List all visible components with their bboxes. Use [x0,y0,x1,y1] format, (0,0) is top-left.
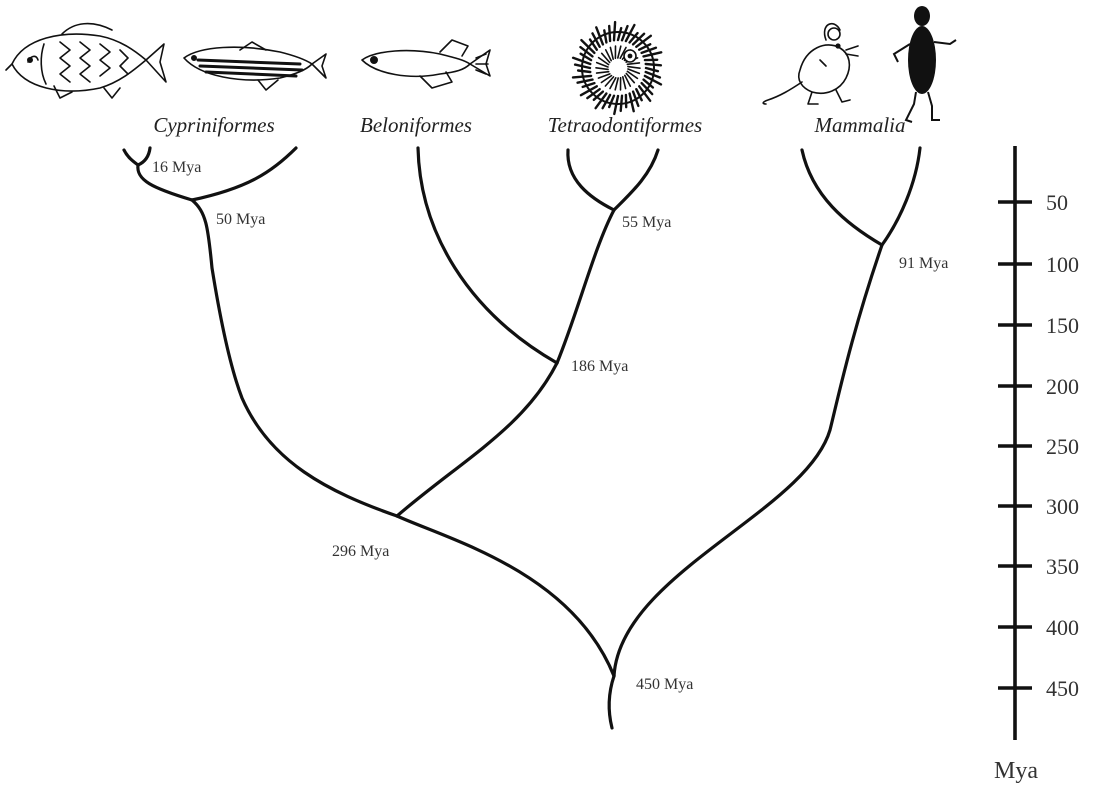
taxon-label-tetraodontiformes: Tetraodontiformes [548,113,702,137]
node-label-450: 450 Mya [636,676,693,693]
node-label-186: 186 Mya [571,358,628,375]
branch-cypriniformes-outer [192,148,296,200]
branch-91-to-450 [614,245,882,676]
taxon-label-cypriniformes: Cypriniformes [153,113,274,137]
taxon-label-mammalia: Mammalia [814,113,906,137]
taxon-label-beloniformes: Beloniformes [360,113,472,137]
branch-zebrafish-tip [138,148,150,165]
branch-mammal-right [882,148,920,245]
scale-tick-label-250: 250 [1046,434,1079,459]
branch-tetra-right [614,150,658,210]
scale-tick-label-450: 450 [1046,676,1079,701]
branch-tetra-left [568,150,614,210]
branch-beloniformes [418,148,557,363]
human-icon [894,6,956,122]
branch-296-to-450 [397,516,614,676]
pufferfish-spine [578,71,590,73]
time-scale-unit-label: Mya [994,758,1038,784]
scale-tick-label-50: 50 [1046,190,1068,215]
scale-tick-label-100: 100 [1046,252,1079,277]
medaka-icon [362,40,490,88]
node-label-50: 50 Mya [216,211,265,228]
zebrafish-icon [184,42,326,90]
tree-branches [124,148,920,728]
pufferfish-spine [621,96,622,111]
branch-55-to-186 [557,210,614,363]
node-label-91: 91 Mya [899,255,948,272]
branch-carp-tip [124,150,138,165]
node-label-55: 55 Mya [622,214,671,231]
pufferfish-icon [573,22,661,114]
carp-icon [6,24,166,98]
scale-tick-label-350: 350 [1046,554,1079,579]
pufferfish-spine [609,26,610,41]
pufferfish-spine [614,22,615,40]
node-label-16: 16 Mya [152,159,201,176]
scale-tick-label-400: 400 [1046,615,1079,640]
scale-tick-label-200: 200 [1046,374,1079,399]
pufferfish-spine [646,64,661,65]
branch-186-to-296 [397,363,557,516]
pufferfish-spine [573,76,591,78]
mouse-icon [763,24,858,104]
node-label-296: 296 Mya [332,543,389,560]
branch-50-to-296 [192,200,397,516]
scale-tick-label-150: 150 [1046,313,1079,338]
scale-tick-label-300: 300 [1046,494,1079,519]
time-scale-axis: 50 100 150 200 250 300 350 400 450 Mya [994,146,1079,784]
branch-mammal-left [802,150,882,245]
branch-root [609,676,614,728]
